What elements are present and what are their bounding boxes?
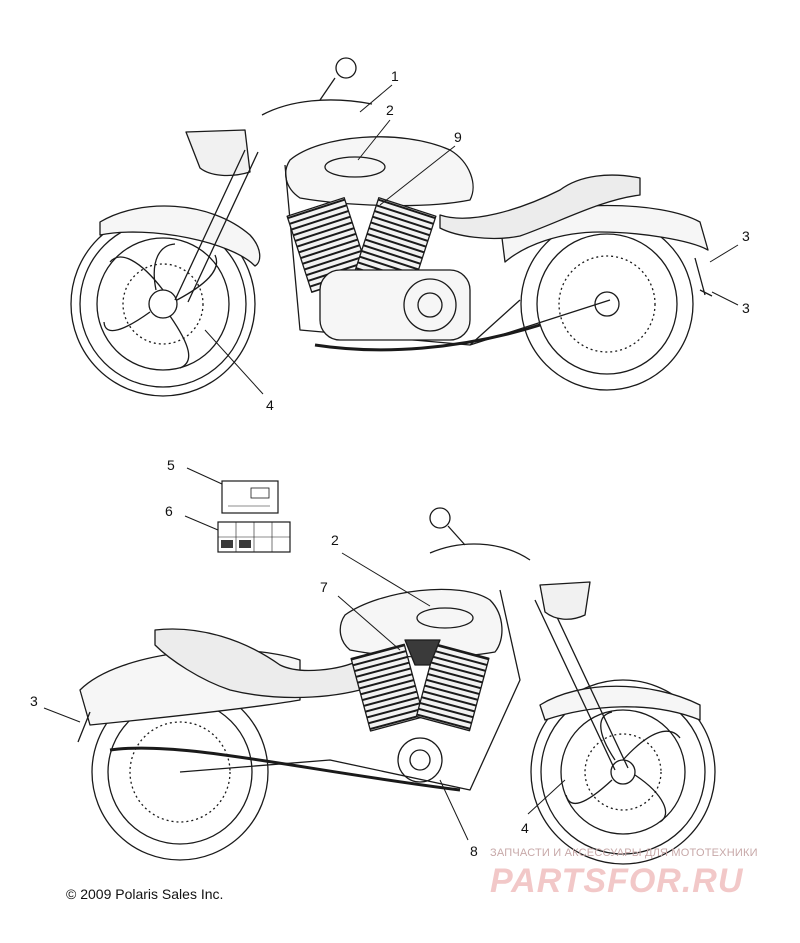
- front-fender: [539, 685, 701, 721]
- tank-badge: [324, 156, 386, 178]
- handlebar: [261, 99, 373, 116]
- watermark-tagline: ЗАПЧАСТИ И АКСЕССУАРЫ ДЛЯ МОТОТЕХНИКИ: [490, 847, 758, 859]
- callout-4: 4: [266, 397, 274, 413]
- callout-5: 5: [167, 457, 175, 473]
- callout-2: 2: [331, 532, 339, 548]
- motorcycle-side-view-top: [70, 57, 713, 397]
- engine: [350, 639, 490, 783]
- decal-5: [221, 480, 279, 514]
- fuel-tank: [285, 136, 474, 207]
- motorcycle-side-view-bottom: [77, 507, 716, 865]
- tank-badge: [416, 607, 474, 629]
- leader-lines: [43, 84, 739, 841]
- callout-9: 9: [454, 129, 462, 145]
- front-fender: [99, 205, 261, 267]
- engine: [286, 197, 471, 341]
- callout-6: 6: [165, 503, 173, 519]
- callout-3: 3: [742, 228, 750, 244]
- callout-7: 7: [320, 579, 328, 595]
- rear-wheel: [520, 217, 694, 391]
- callout-4: 4: [521, 820, 529, 836]
- front-fork: [174, 149, 259, 303]
- seat: [439, 174, 641, 240]
- mirror: [335, 57, 357, 79]
- callout-8: 8: [470, 843, 478, 859]
- callout-2: 2: [386, 102, 394, 118]
- frame: [179, 589, 521, 791]
- callout-3: 3: [742, 300, 750, 316]
- mirror: [429, 507, 451, 529]
- watermark-logo: PARTSFOR.RU: [490, 862, 744, 900]
- copyright-notice: © 2009 Polaris Sales Inc.: [66, 886, 224, 902]
- callout-1: 1: [391, 68, 399, 84]
- rear-turn-signal: [694, 257, 713, 297]
- decal-6: [217, 521, 291, 553]
- headlight-cowl: [539, 581, 591, 620]
- exhaust: [109, 746, 461, 792]
- rear-turn-signal: [77, 711, 91, 743]
- callout-labels: 1 2 9 3 3 4 5 6 2 7 3 4 8: [30, 68, 750, 859]
- callout-3: 3: [30, 693, 38, 709]
- exhaust: [314, 323, 541, 352]
- handlebar: [429, 543, 531, 561]
- front-fork: [534, 597, 629, 771]
- headlight-cowl: [185, 129, 251, 177]
